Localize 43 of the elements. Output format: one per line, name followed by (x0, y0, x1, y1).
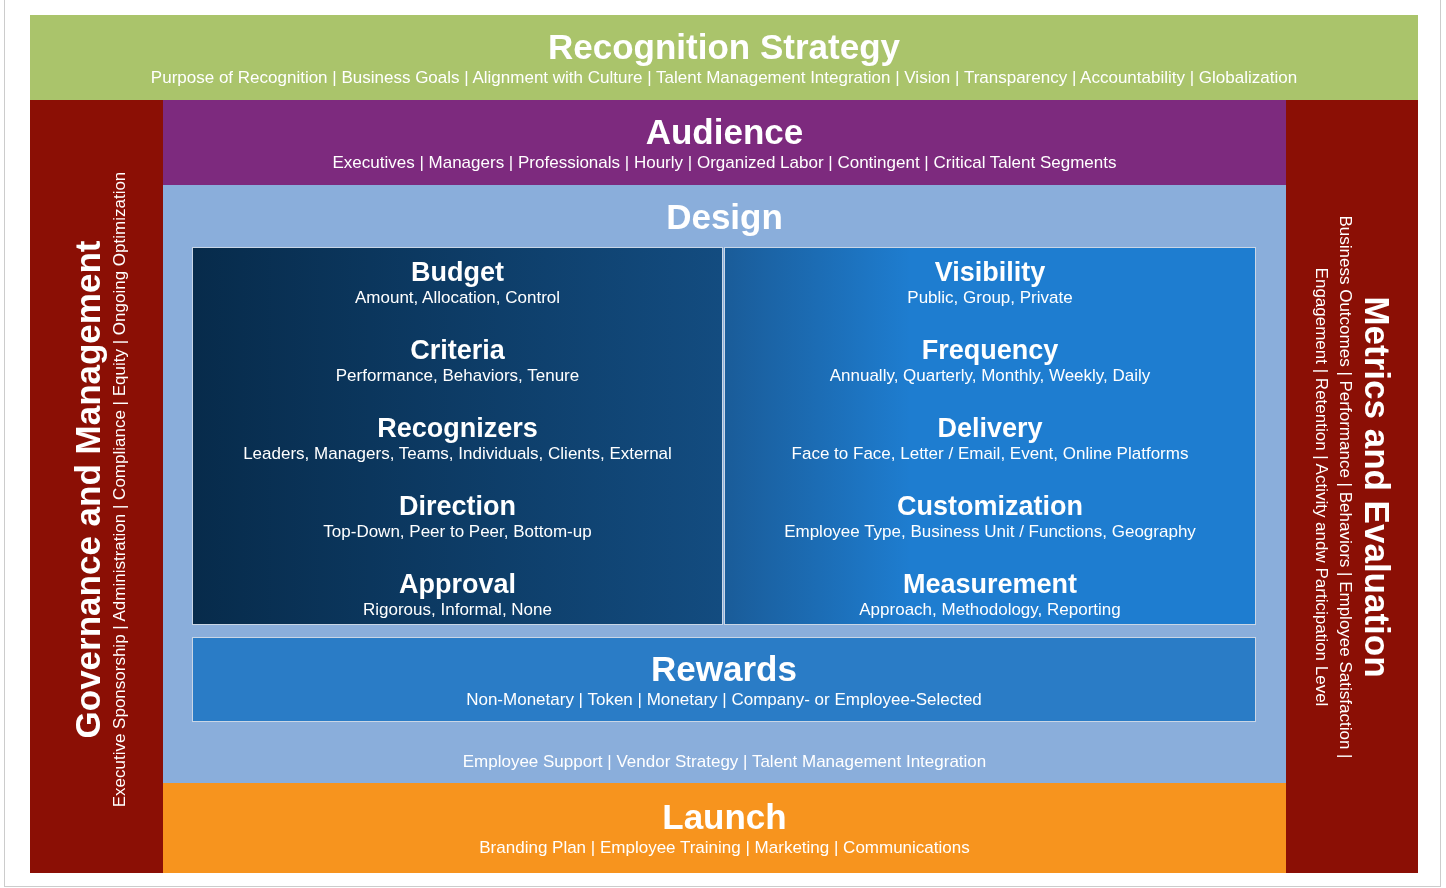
section-description: Annually, Quarterly, Monthly, Weekly, Daily (829, 366, 1151, 386)
section-band (163, 185, 1286, 783)
section-description: Business Outcomes | Performance | Behaviors | Employee Satisfaction | Engagement | Retention | Activity andw Participation Level (1310, 214, 1355, 760)
section-description: Public, Group, Private (907, 288, 1073, 308)
section-description: Executive Sponsorship | Administration | Compliance | Equity | Ongoing Optimization (108, 171, 130, 808)
section-band (192, 637, 1256, 722)
section-description: Non-Monetary | Token | Monetary | Company- or Employee-Selected (466, 689, 982, 710)
section-heading: Recognizers (377, 412, 538, 444)
section-heading: Criteria (410, 334, 505, 366)
section-band (163, 100, 1286, 185)
section-heading: Visibility (934, 256, 1046, 288)
section-heading: Measurement (902, 568, 1078, 600)
section-heading: Audience (645, 112, 804, 151)
side-band (30, 100, 163, 873)
section-description: Employee Type, Business Unit / Functions, Geography (784, 522, 1196, 542)
section-heading: Recognition Strategy (548, 27, 900, 66)
section-description: Executives | Managers | Professionals | Hourly | Organized Labor | Contingent | Critical Talent Segments (332, 152, 1117, 173)
section-description: Approach, Methodology, Reporting (859, 600, 1121, 620)
side-band (1286, 100, 1418, 873)
section-band (30, 15, 1418, 100)
section-heading: Rewards (651, 649, 797, 688)
section-heading: Delivery (937, 412, 1043, 444)
design-panel (192, 247, 723, 625)
design-panel (724, 247, 1256, 625)
section-heading: Metrics and Evaluation (1356, 295, 1396, 678)
section-description: Top-Down, Peer to Peer, Bottom-up (323, 522, 592, 542)
section-heading: Governance and Management (67, 240, 108, 739)
section-description: Face to Face, Letter / Email, Event, Online Platforms (791, 444, 1189, 464)
section-heading: Launch (662, 798, 787, 836)
section-heading: Frequency (921, 334, 1059, 366)
section-heading: Approval (399, 568, 516, 600)
section-description: Rigorous, Informal, None (363, 600, 552, 620)
section-heading: Design (666, 197, 783, 237)
section-band (163, 783, 1286, 873)
section-description: Employee Support | Vendor Strategy | Talent Management Integration (462, 752, 987, 772)
section-heading: Budget (411, 256, 504, 288)
section-heading: Customization (897, 490, 1083, 522)
section-description: Leaders, Managers, Teams, Individuals, Clients, External (243, 444, 672, 464)
section-description: Branding Plan | Employee Training | Marketing | Communications (479, 838, 970, 858)
section-description: Purpose of Recognition | Business Goals | Alignment with Culture | Talent Management Integration | Vision | Transparency | Accountability | Globalization (150, 67, 1298, 88)
section-heading: Direction (399, 490, 516, 522)
section-description: Amount, Allocation, Control (354, 288, 561, 308)
section-description: Performance, Behaviors, Tenure (335, 366, 580, 386)
